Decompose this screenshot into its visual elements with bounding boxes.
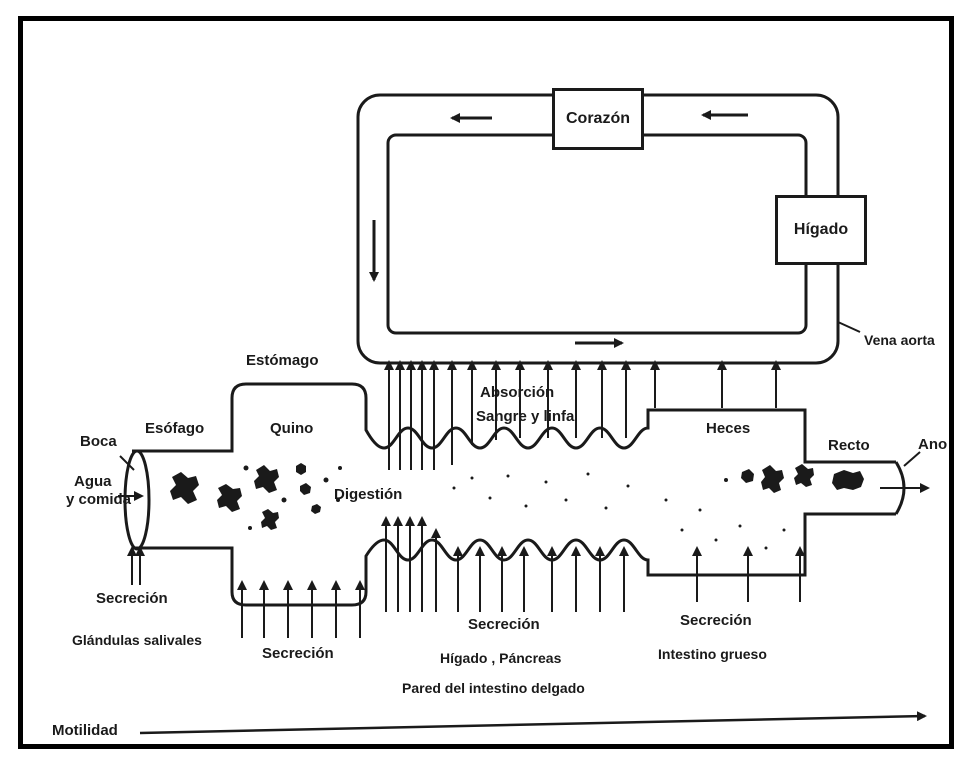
food-clump <box>217 484 242 512</box>
higado-pancreas-label: Hígado , Páncreas <box>440 650 562 666</box>
food-speck <box>782 528 786 532</box>
food-speck <box>452 486 456 490</box>
food-speck <box>714 538 718 542</box>
vena-aorta-label: Vena aorta <box>864 332 935 348</box>
liver-box: Hígado <box>775 195 867 265</box>
vena-aorta-pointer <box>837 321 861 333</box>
heart-label: Corazón <box>566 110 630 127</box>
comida-label: y comida <box>66 491 132 508</box>
motilidad-arrow <box>139 711 927 735</box>
food-speck <box>524 504 528 508</box>
figure-frame <box>18 16 954 749</box>
food-speck <box>338 466 342 470</box>
food-clump <box>794 464 814 487</box>
secrecion-grueso-label: Secreción <box>680 612 752 629</box>
food-speck <box>586 472 590 476</box>
motilidad-label: Motilidad <box>52 722 118 739</box>
food-speck <box>323 477 329 483</box>
tract-top-wall <box>132 382 896 464</box>
heart-box: Corazón <box>552 88 644 150</box>
flow-arrows <box>369 110 748 348</box>
other-arrows <box>118 451 930 735</box>
recto-label: Recto <box>828 437 870 454</box>
digestion-label: Digestión <box>334 486 403 503</box>
intestino-grueso-label: Intestino grueso <box>658 646 767 662</box>
agua-label: Agua <box>74 473 112 490</box>
food-speck <box>470 476 474 480</box>
absorption-arrows <box>384 360 781 470</box>
sangre-linfa-label: Sangre y linfa <box>476 408 575 425</box>
ano-label: Ano <box>918 436 948 453</box>
food-speck <box>336 498 340 502</box>
food-speck <box>664 498 668 502</box>
boca-label: Boca <box>80 433 117 450</box>
food-speck <box>626 484 630 488</box>
secrecion-boca-label: Secreción <box>96 590 168 607</box>
food-speck <box>724 478 728 482</box>
vessel-inner <box>386 133 808 335</box>
boca-pointer <box>119 455 135 471</box>
food-speck <box>680 528 684 532</box>
secretion-arrows <box>127 516 805 638</box>
food-speck <box>243 465 249 471</box>
food-particles <box>170 463 864 550</box>
food-speck <box>488 496 492 500</box>
food-clump <box>741 469 754 483</box>
ano-pointer <box>903 451 921 467</box>
secrecion-intestino-label: Secreción <box>468 616 540 633</box>
glandulas-label: Glándulas salivales <box>72 632 202 648</box>
food-clump <box>300 483 311 495</box>
food-speck <box>248 526 252 530</box>
secrecion-estomago-label: Secreción <box>262 645 334 662</box>
quino-label: Quino <box>270 420 314 437</box>
food-clump <box>761 465 784 493</box>
food-speck <box>544 480 548 484</box>
food-clump <box>261 509 279 530</box>
food-clump <box>311 504 321 514</box>
food-speck <box>738 524 742 528</box>
food-speck <box>281 497 287 503</box>
heces-label: Heces <box>706 420 751 437</box>
food-clump <box>170 472 199 504</box>
food-speck <box>604 506 608 510</box>
absorcion-label: Absorción <box>480 384 555 401</box>
pared-intestino-label: Pared del intestino delgado <box>402 680 585 696</box>
food-speck <box>564 498 568 502</box>
liver-label: Hígado <box>793 221 849 238</box>
food-clump <box>832 470 864 490</box>
food-speck <box>506 474 510 478</box>
food-clump <box>296 463 306 475</box>
food-clump <box>254 465 279 493</box>
food-speck <box>764 546 768 550</box>
food-speck <box>698 508 702 512</box>
tract-bottom-wall <box>132 512 896 607</box>
estomago-label: Estómago <box>246 352 319 369</box>
esofago-label: Esófago <box>145 420 205 437</box>
